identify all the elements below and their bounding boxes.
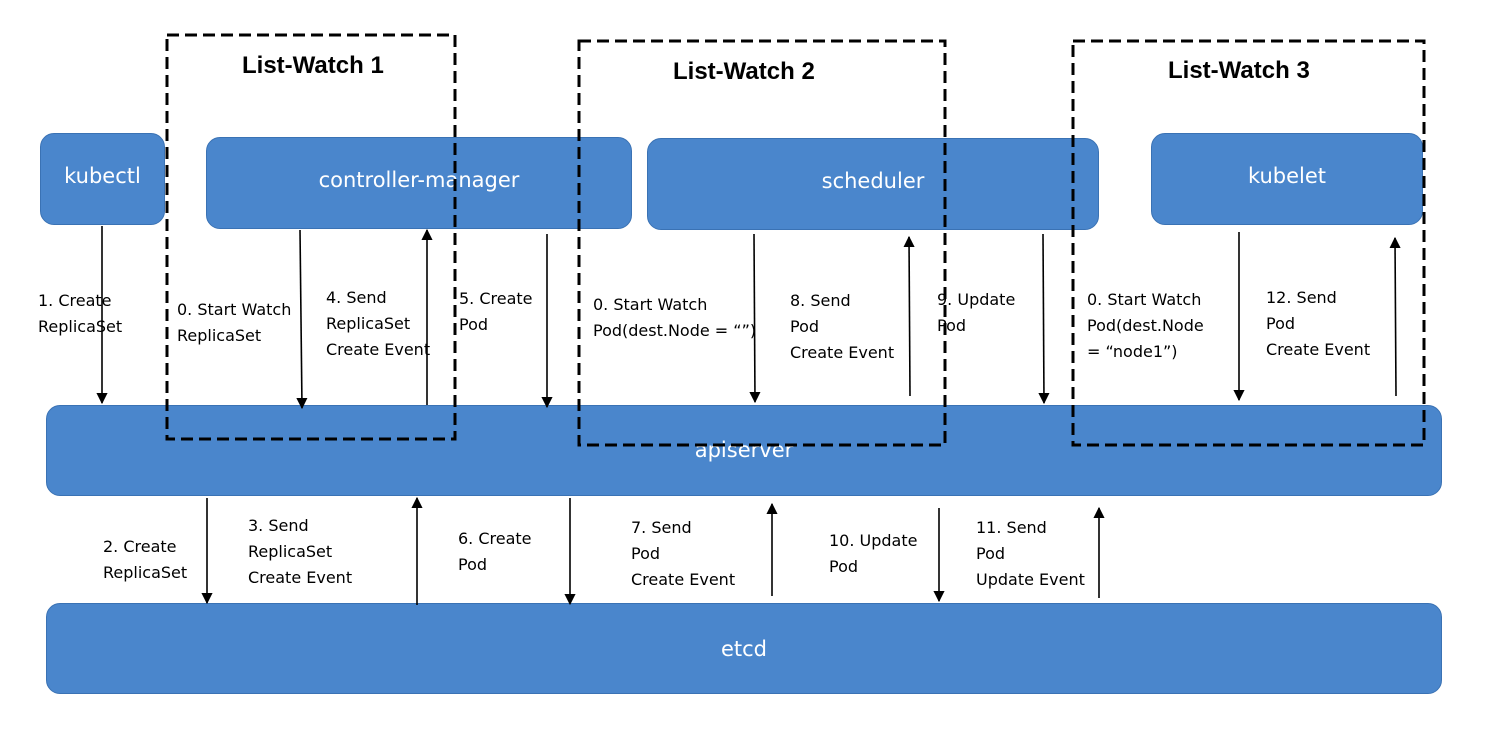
flow-label-line: 0. Start Watch	[177, 300, 292, 319]
flow-label-send-pod-event-8: 8. Send Pod Create Event	[790, 288, 894, 366]
flow-label-line: Create Event	[790, 343, 895, 362]
flow-label-line: 11. Send	[976, 518, 1047, 537]
arrow-send-pod-event	[903, 235, 915, 397]
flow-label-line: Pod	[631, 544, 661, 563]
flow-label-line: Pod(dest.Node	[1087, 316, 1204, 335]
flow-label-line: 12. Send	[1266, 288, 1337, 307]
flow-label-create-pod-5: 5. Create Pod	[459, 286, 533, 338]
flow-label-line: Pod	[829, 557, 859, 576]
flow-label-line: Create Event	[326, 340, 431, 359]
flow-label-line: 3. Send	[248, 516, 309, 535]
list-watch-2-title: List-Watch 2	[673, 58, 815, 85]
flow-label-send-replicaset-event-4: 4. Send ReplicaSet Create Event	[326, 285, 430, 363]
flow-label-line: Pod	[790, 317, 820, 336]
flow-label-create-pod-6: 6. Create Pod	[458, 526, 532, 578]
flow-label-line: 6. Create	[458, 529, 532, 548]
flow-label-line: 4. Send	[326, 288, 387, 307]
kubectl-label: kubectl	[64, 164, 141, 188]
flow-label-start-watch-pod-unscheduled: 0. Start Watch Pod(dest.Node = “”)	[593, 292, 756, 344]
flow-label-line: 2. Create	[103, 537, 177, 556]
etcd-box: etcd	[46, 603, 1442, 694]
list-watch-2-frame	[577, 39, 947, 447]
list-watch-1-title: List-Watch 1	[242, 52, 384, 79]
flow-label-line: ReplicaSet	[177, 326, 262, 345]
scheduler-label: scheduler	[821, 169, 925, 193]
flow-label-line: 0. Start Watch	[593, 295, 708, 314]
apiserver-label: apiserver	[694, 438, 794, 462]
arrow-start-watch-pod	[749, 233, 761, 404]
kubelet-label: kubelet	[1247, 164, 1327, 188]
flow-label-line: ReplicaSet	[326, 314, 411, 333]
flow-label-line: Pod	[1266, 314, 1296, 333]
flow-label-line: 7. Send	[631, 518, 692, 537]
flow-label-create-replicaset-1: 1. Create ReplicaSet	[38, 288, 122, 340]
kubelet-box: kubelet	[1151, 133, 1423, 225]
flow-label-send-replicaset-event-3: 3. Send ReplicaSet Create Event	[248, 513, 352, 591]
arrow-send-pod-event-kubelet	[1389, 236, 1401, 397]
flow-label-line: Pod	[976, 544, 1006, 563]
scheduler-box: scheduler	[647, 138, 1099, 230]
flow-label-line: Pod	[458, 555, 488, 574]
flow-label-line: Create Event	[1266, 340, 1371, 359]
list-watch-3-frame	[1071, 39, 1426, 447]
controller-manager-label: controller-manager	[318, 168, 520, 192]
flow-label-line: ReplicaSet	[248, 542, 333, 561]
etcd-label: etcd	[720, 636, 768, 661]
flow-label-line: 8. Send	[790, 291, 851, 310]
flow-label-line: ReplicaSet	[103, 563, 188, 582]
flow-label-line: 0. Start Watch	[1087, 290, 1202, 309]
controller-manager-box: controller-manager	[206, 137, 632, 229]
flow-label-line: ReplicaSet	[38, 317, 123, 336]
flow-label-send-pod-update-event-11: 11. Send Pod Update Event	[976, 515, 1085, 593]
kubectl-box: kubectl	[40, 133, 165, 225]
flow-label-line: 9. Update	[937, 290, 1016, 309]
flow-label-line: Pod(dest.Node = “”)	[593, 321, 757, 340]
flow-label-line: Create Event	[248, 568, 353, 587]
flow-label-line: Pod	[459, 315, 489, 334]
arrow-start-watch-replicaset	[296, 229, 308, 410]
flow-label-update-pod-10: 10. Update Pod	[829, 528, 917, 580]
flow-label-line: 5. Create	[459, 289, 533, 308]
flow-label-line: Create Event	[631, 570, 736, 589]
flow-label-start-watch-replicaset: 0. Start Watch ReplicaSet	[177, 297, 291, 349]
flow-label-line: 10. Update	[829, 531, 918, 550]
arrow-update-pod	[1038, 233, 1050, 405]
flow-label-line: Update Event	[976, 570, 1085, 589]
list-watch-3-title: List-Watch 3	[1168, 57, 1310, 84]
flow-label-send-pod-event-7: 7. Send Pod Create Event	[631, 515, 735, 593]
flow-label-start-watch-pod-node1: 0. Start Watch Pod(dest.Node = “node1”)	[1087, 287, 1204, 365]
flow-label-line: 1. Create	[38, 291, 112, 310]
list-watch-1-frame	[165, 33, 457, 441]
flow-label-send-pod-event-12: 12. Send Pod Create Event	[1266, 285, 1370, 363]
flow-label-create-replicaset-2: 2. Create ReplicaSet	[103, 534, 187, 586]
flow-label-line: = “node1”)	[1087, 342, 1178, 361]
apiserver-box: apiserver	[46, 405, 1442, 496]
